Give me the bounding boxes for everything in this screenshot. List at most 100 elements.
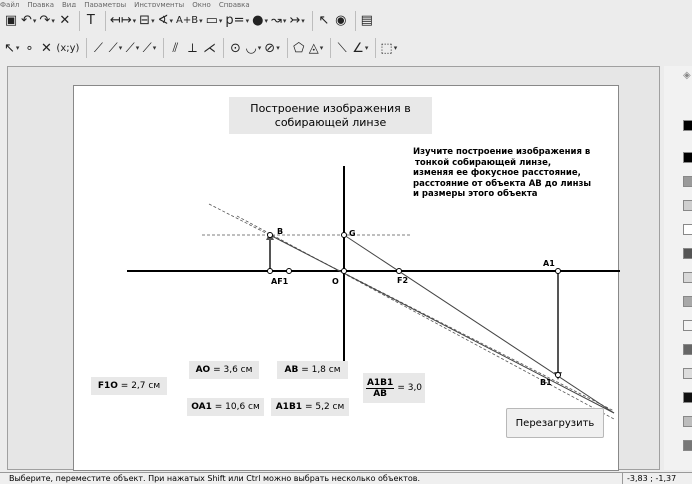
dropdown-arrow-icon[interactable]: ▾ — [282, 16, 287, 25]
distance-icon[interactable]: ↤↦▾ — [110, 10, 136, 32]
color-swatch[interactable] — [683, 120, 692, 131]
measure-name: OA1 — [191, 402, 212, 412]
reload-button[interactable]: Перезагрузить — [506, 408, 604, 438]
color-swatch[interactable] — [683, 272, 692, 283]
tool-glyph: ◡ — [245, 40, 257, 56]
redo-icon[interactable]: ↷▾ — [39, 10, 54, 32]
menu-item[interactable]: Параметры — [84, 1, 127, 8]
color-swatch[interactable] — [683, 176, 692, 187]
dropdown-arrow-icon[interactable]: ▾ — [276, 44, 280, 52]
menu-item[interactable]: Окно — [192, 1, 211, 8]
dropdown-arrow-icon[interactable]: ▾ — [319, 44, 324, 52]
dropdown-arrow-icon[interactable]: ▾ — [51, 16, 55, 25]
color-swatch[interactable] — [683, 416, 692, 427]
point-a1[interactable] — [555, 268, 561, 274]
measure-icon[interactable]: ⟍ — [335, 37, 349, 59]
menu-item[interactable]: Правка — [27, 1, 54, 8]
color-swatch[interactable] — [683, 224, 692, 235]
point-a[interactable] — [267, 268, 273, 274]
coordinates-point-icon[interactable]: (x;y) — [56, 37, 79, 59]
dropdown-arrow-icon[interactable]: ▾ — [199, 16, 203, 25]
color-swatch[interactable] — [683, 248, 692, 259]
dropdown-arrow-icon[interactable]: ▾ — [118, 44, 123, 52]
point-g[interactable] — [341, 232, 347, 238]
transform-icon[interactable]: ⬚▾ — [380, 37, 397, 59]
circle-icon[interactable]: ⊙ — [228, 37, 242, 59]
animation-icon[interactable]: ↣▾ — [289, 10, 304, 32]
delete-icon[interactable]: ✕ — [58, 10, 72, 32]
table-icon[interactable]: ▭▾ — [206, 10, 223, 32]
tool-glyph: ⟋ — [108, 40, 118, 56]
instruction-line: Изучите построение изображения в — [413, 147, 591, 157]
point-f1[interactable] — [286, 268, 292, 274]
dropdown-arrow-icon[interactable]: ▾ — [218, 16, 223, 25]
tool-glyph: ▣ — [4, 13, 18, 28]
color-swatch[interactable] — [683, 296, 692, 307]
dropdown-arrow-icon[interactable]: ▾ — [15, 44, 20, 52]
dropdown-arrow-icon[interactable]: ▾ — [152, 44, 157, 52]
color-swatch[interactable] — [683, 440, 692, 451]
bisector-icon[interactable]: ⋌ — [202, 37, 216, 59]
point-o[interactable] — [341, 268, 347, 274]
tool-glyph: ↝ — [270, 13, 282, 28]
dropdown-arrow-icon[interactable]: ▾ — [151, 16, 155, 25]
point-b1[interactable] — [555, 372, 561, 378]
menu-item[interactable]: Вид — [61, 1, 77, 8]
color-swatch[interactable] — [683, 200, 692, 211]
toolbar-separator — [86, 38, 88, 58]
trace-icon[interactable]: ↝▾ — [271, 10, 286, 32]
dropdown-arrow-icon[interactable]: ▾ — [364, 44, 369, 52]
point-b[interactable] — [267, 232, 273, 238]
color-swatch[interactable] — [683, 392, 692, 403]
dropdown-arrow-icon[interactable]: ▾ — [132, 16, 137, 25]
color-swatch[interactable] — [683, 320, 692, 331]
instruction-line: и размеры этого объекта — [413, 189, 538, 199]
measure-name: F1O — [97, 381, 118, 391]
pointer-icon[interactable]: ↖▾ — [4, 37, 19, 59]
text-icon[interactable]: T — [84, 10, 98, 32]
color-swatch[interactable] — [683, 344, 692, 355]
segment-icon[interactable]: ⟋ — [91, 37, 105, 59]
ray-icon[interactable]: ⟋▾ — [108, 37, 123, 59]
tool-glyph: ◉ — [335, 13, 347, 28]
intersection-icon[interactable]: ✕ — [39, 37, 53, 59]
calculator-icon[interactable]: ▤ — [360, 10, 374, 32]
slider-icon[interactable]: ⊟▾ — [139, 10, 154, 32]
parameter-icon[interactable]: p=▾ — [225, 10, 249, 32]
dropdown-arrow-icon[interactable]: ▾ — [32, 16, 37, 25]
point-style-icon[interactable]: ●▾ — [252, 10, 268, 32]
dropdown-arrow-icon[interactable]: ▾ — [264, 16, 268, 25]
menu-item[interactable]: Инструменты — [134, 1, 185, 8]
undo-icon[interactable]: ↶▾ — [21, 10, 36, 32]
menu-item[interactable]: Файл — [0, 1, 20, 8]
vector-icon[interactable]: ⟋▾ — [142, 37, 157, 59]
dropdown-arrow-icon[interactable]: ▾ — [393, 44, 398, 52]
tool-glyph: ⊘ — [264, 40, 276, 56]
angle-measure-icon[interactable]: ∠▾ — [352, 37, 368, 59]
point-icon[interactable]: ∘ — [22, 37, 36, 59]
instructions-text: Изучите построение изображения в тонкой … — [413, 147, 603, 200]
save-icon[interactable]: ▣ — [4, 10, 18, 32]
drawing-canvas[interactable]: Построение изображения в собирающей линз… — [73, 85, 620, 471]
dropdown-arrow-icon[interactable]: ▾ — [169, 16, 173, 25]
dropdown-arrow-icon[interactable]: ▾ — [245, 16, 250, 25]
color-swatch[interactable] — [683, 152, 692, 163]
formula-icon[interactable]: A+B▾ — [176, 10, 203, 32]
line-icon[interactable]: ⟋▾ — [125, 37, 140, 59]
parallel-line-icon[interactable]: ⫽ — [168, 37, 182, 59]
eye-icon[interactable]: ◉ — [334, 10, 348, 32]
perpendicular-icon[interactable]: ⟂ — [185, 37, 199, 59]
color-swatch[interactable] — [683, 368, 692, 379]
point-f2[interactable] — [396, 268, 402, 274]
menu-item[interactable]: Справка — [218, 1, 250, 8]
angle-icon[interactable]: ∢▾ — [158, 10, 173, 32]
polygon-icon[interactable]: ⬠ — [292, 37, 306, 59]
dropdown-arrow-icon[interactable]: ▾ — [135, 44, 140, 52]
measure-value: = 10,6 см — [214, 402, 260, 412]
arc-icon[interactable]: ◡▾ — [245, 37, 261, 59]
polygon-region-icon[interactable]: ◬▾ — [309, 37, 324, 59]
select-arrow-icon[interactable]: ↖ — [317, 10, 331, 32]
dropdown-arrow-icon[interactable]: ▾ — [257, 44, 262, 52]
conic-icon[interactable]: ⊘▾ — [264, 37, 279, 59]
dropdown-arrow-icon[interactable]: ▾ — [301, 16, 305, 25]
